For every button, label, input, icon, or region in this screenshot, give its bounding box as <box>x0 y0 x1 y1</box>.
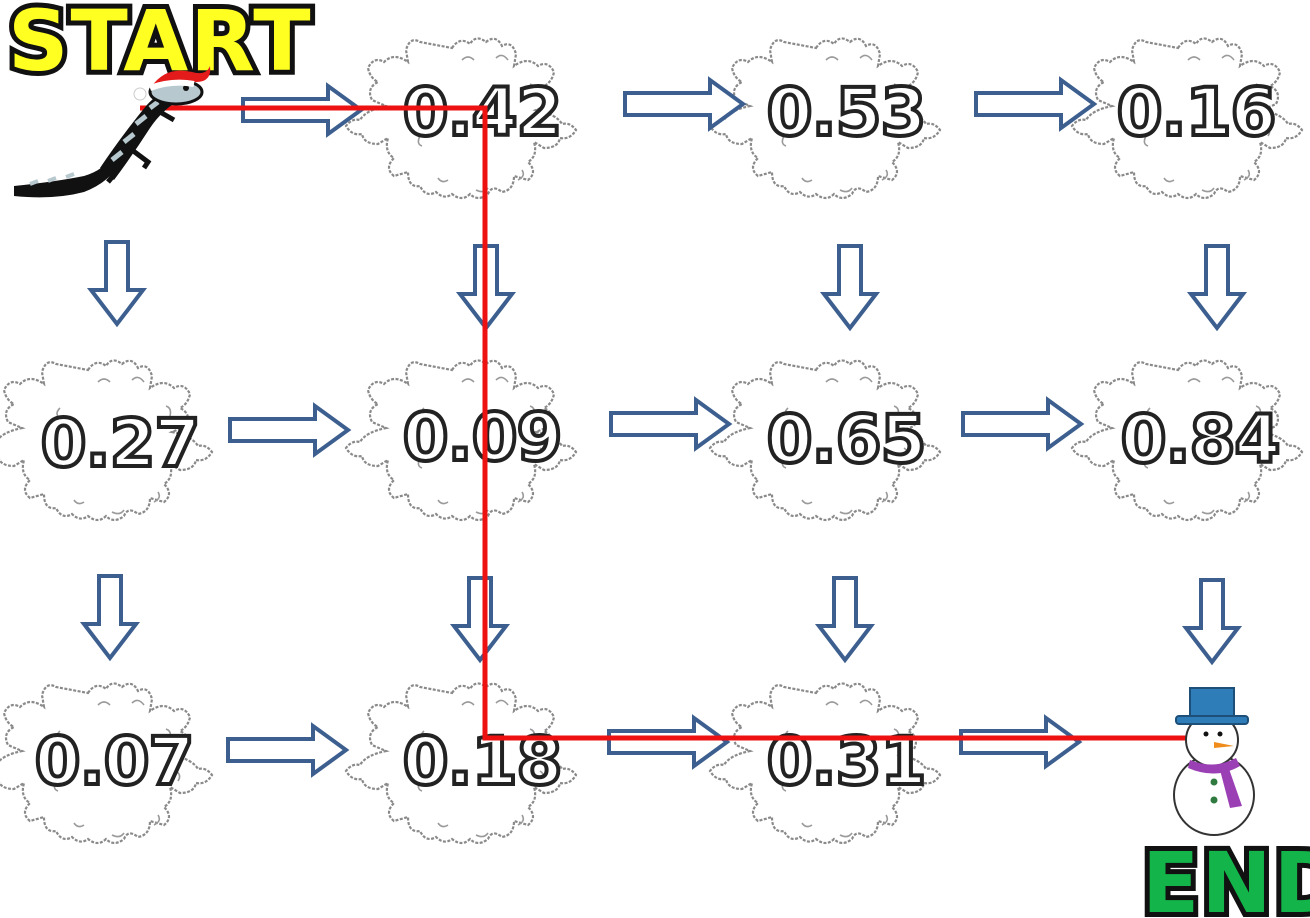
start-label: START <box>8 0 313 90</box>
maze-arrows <box>82 78 1245 776</box>
down-arrow-icon <box>82 574 138 660</box>
snowflake-value: 0.42 <box>403 74 562 151</box>
down-arrow-icon <box>89 240 145 326</box>
right-arrow-icon <box>226 724 348 776</box>
down-arrow-icon <box>1184 578 1240 664</box>
down-arrow-icon <box>452 576 508 662</box>
snowflake-value: 0.16 <box>1117 74 1276 151</box>
snowflake-value: 0.53 <box>767 74 926 151</box>
snowflake-value: 0.07 <box>35 723 194 800</box>
snowflake-value: 0.18 <box>403 723 562 800</box>
right-arrow-icon <box>961 398 1083 450</box>
snowman-icon <box>1173 687 1255 836</box>
end-label: END <box>1142 834 1310 918</box>
snowflake-value: 0.84 <box>1121 401 1280 478</box>
snowflake-values: 0.42 0.53 0.16 0.27 0.09 0.65 0.84 0.07 … <box>33 72 1283 802</box>
lizard-with-santa-hat-icon <box>14 66 211 198</box>
right-arrow-icon <box>609 398 731 450</box>
right-arrow-icon <box>607 716 729 768</box>
down-arrow-icon <box>817 576 873 662</box>
right-arrow-icon <box>228 404 350 456</box>
snowflake-value: 0.09 <box>403 399 562 476</box>
snowflake-value: 0.27 <box>41 405 200 482</box>
right-arrow-icon <box>959 716 1081 768</box>
down-arrow-icon <box>822 244 878 330</box>
solution-path-line <box>140 105 1205 741</box>
snowflake-value: 0.31 <box>767 723 926 800</box>
down-arrow-icon <box>1189 244 1245 330</box>
snowflake-value: 0.65 <box>767 401 926 478</box>
